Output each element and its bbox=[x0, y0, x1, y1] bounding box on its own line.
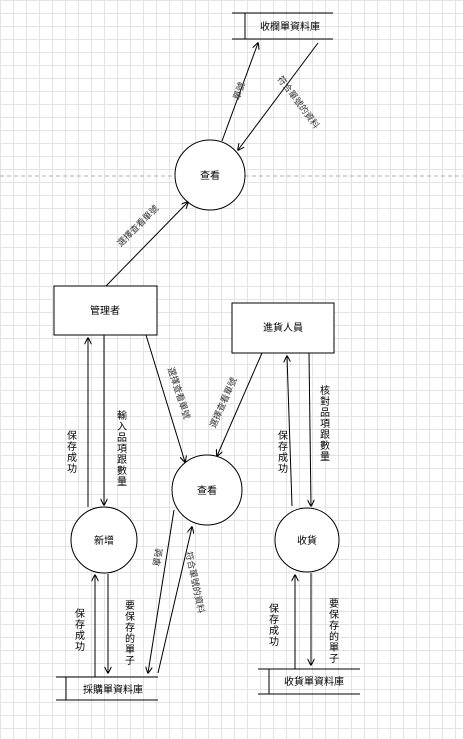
flow-admin-to-add-label: 輸入品項跟數量 bbox=[115, 409, 127, 487]
datastore-purchase-label: 採購單資料庫 bbox=[83, 683, 143, 696]
flow-receive-to-receiver-label: 保存成功 bbox=[276, 429, 288, 474]
flow-admin-to-view-mid-label: 選擇查看單號 bbox=[165, 366, 193, 421]
flow-admin-to-view-top-label: 選擇查看單號 bbox=[115, 203, 162, 250]
flow-receiver-to-view-mid-arrow bbox=[217, 352, 263, 456]
process-view-top-label: 查看 bbox=[200, 169, 220, 182]
flow-top-request-arrow bbox=[221, 43, 258, 142]
process-view-mid[interactable]: 查看 bbox=[171, 454, 243, 526]
process-add[interactable]: 新增 bbox=[70, 506, 138, 574]
process-view-top[interactable]: 查看 bbox=[174, 139, 246, 211]
datastore-receipt-label: 收貨單資料庫 bbox=[284, 675, 344, 688]
entity-admin-label: 管理者 bbox=[90, 304, 120, 317]
datastore-receipt[interactable]: 收貨單資料庫 bbox=[258, 668, 360, 695]
flow-top-return-arrow bbox=[238, 42, 319, 150]
process-receive[interactable]: 收貨 bbox=[274, 507, 340, 573]
entity-receiver-label: 進貨人員 bbox=[263, 321, 303, 334]
entity-receiver[interactable]: 進貨人員 bbox=[231, 302, 335, 354]
flow-store-to-add-label: 保存成功 bbox=[73, 607, 85, 652]
flow-receive-to-receiver-arrow bbox=[287, 356, 293, 507]
flow-mid-return-label: 符合單號的資料 bbox=[183, 550, 208, 614]
datastore-purchase[interactable]: 採購單資料庫 bbox=[56, 676, 158, 701]
flow-admin-to-view-mid-arrow bbox=[145, 334, 185, 462]
process-add-label: 新增 bbox=[94, 534, 114, 547]
flow-add-to-store-label: 要保存的單子 bbox=[123, 600, 135, 666]
entity-admin[interactable]: 管理者 bbox=[53, 285, 158, 336]
flow-top-request-label: 單號 bbox=[230, 80, 247, 101]
process-view-mid-label: 查看 bbox=[197, 484, 217, 497]
flow-add-to-admin-label: 保存成功 bbox=[65, 429, 77, 474]
flow-mid-return-arrow bbox=[157, 527, 192, 674]
flow-rstore-to-receive-label: 保存成功 bbox=[267, 602, 279, 647]
flow-mid-request-label: 單號 bbox=[151, 548, 166, 568]
flow-receiver-to-view-mid-label: 選擇查看單號 bbox=[207, 376, 240, 430]
flow-mid-request-arrow bbox=[148, 509, 175, 673]
flow-receiver-to-receive-arrow bbox=[309, 352, 311, 506]
flow-admin-to-view-top-arrow bbox=[105, 202, 188, 287]
flow-receive-to-rstore-label: 要保存的單子 bbox=[327, 598, 339, 664]
datastore-top[interactable]: 收欄單資料庫 bbox=[232, 12, 333, 40]
flow-top-return-label: 符合單號的資料 bbox=[275, 73, 323, 131]
datastore-top-label: 收欄單資料庫 bbox=[260, 20, 320, 33]
flow-receiver-to-receive-label: 核對品項跟數量 bbox=[318, 384, 330, 462]
process-receive-label: 收貨 bbox=[297, 534, 317, 547]
